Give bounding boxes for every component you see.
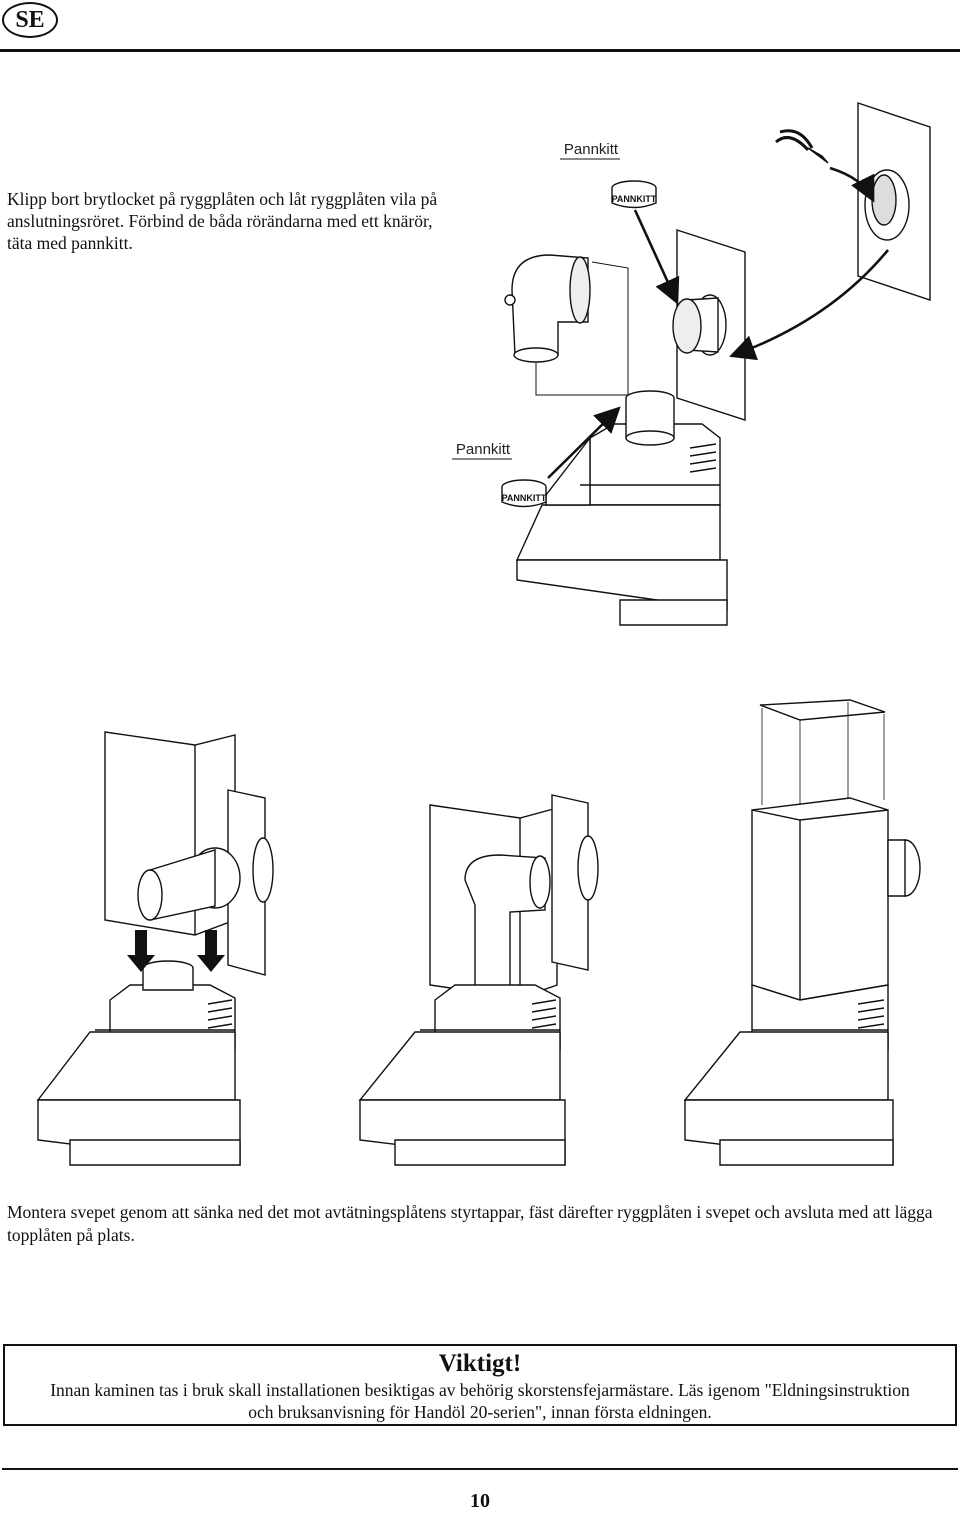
putty-label-mid: Pannkitt xyxy=(456,441,511,458)
svg-text:PANNKITT: PANNKITT xyxy=(502,493,547,503)
elbow-pipe xyxy=(504,254,591,363)
stove-figure-1 xyxy=(36,731,274,1166)
notice-line-2: och bruksanvisning för Handöl 20-serien"… xyxy=(248,1402,712,1422)
putty-jar-top: PANNKITT xyxy=(611,180,657,209)
pliers-icon xyxy=(775,129,829,164)
notice-title: Viktigt! xyxy=(438,1350,522,1377)
header-rule xyxy=(0,49,960,52)
language-badge: SE xyxy=(2,2,58,38)
svg-text:PANNKITT: PANNKITT xyxy=(612,194,657,204)
important-notice: Viktigt! Innan kaminen tas i bruk skall … xyxy=(3,1344,957,1426)
step2-instruction: Montera svepet genom att sänka ned det m… xyxy=(7,1202,933,1245)
putty-label-top: Pannkitt xyxy=(564,141,619,158)
down-arrows xyxy=(127,930,225,972)
stove-top xyxy=(515,390,728,626)
notice-line-1: Innan kaminen tas i bruk skall installat… xyxy=(50,1380,910,1400)
step1-instruction: Klipp bort brytlocket på ryggplåten och … xyxy=(7,189,438,253)
stove-figure-2 xyxy=(358,794,599,1166)
top-plate xyxy=(759,699,886,721)
footer-rule xyxy=(2,1468,958,1470)
page-number: 10 xyxy=(470,1490,490,1512)
figure-connection-step: PANNKITT PANNKITT xyxy=(501,102,931,626)
putty-jar-mid: PANNKITT xyxy=(501,479,547,508)
arrows xyxy=(547,166,890,479)
stove-figure-3 xyxy=(683,699,921,1166)
